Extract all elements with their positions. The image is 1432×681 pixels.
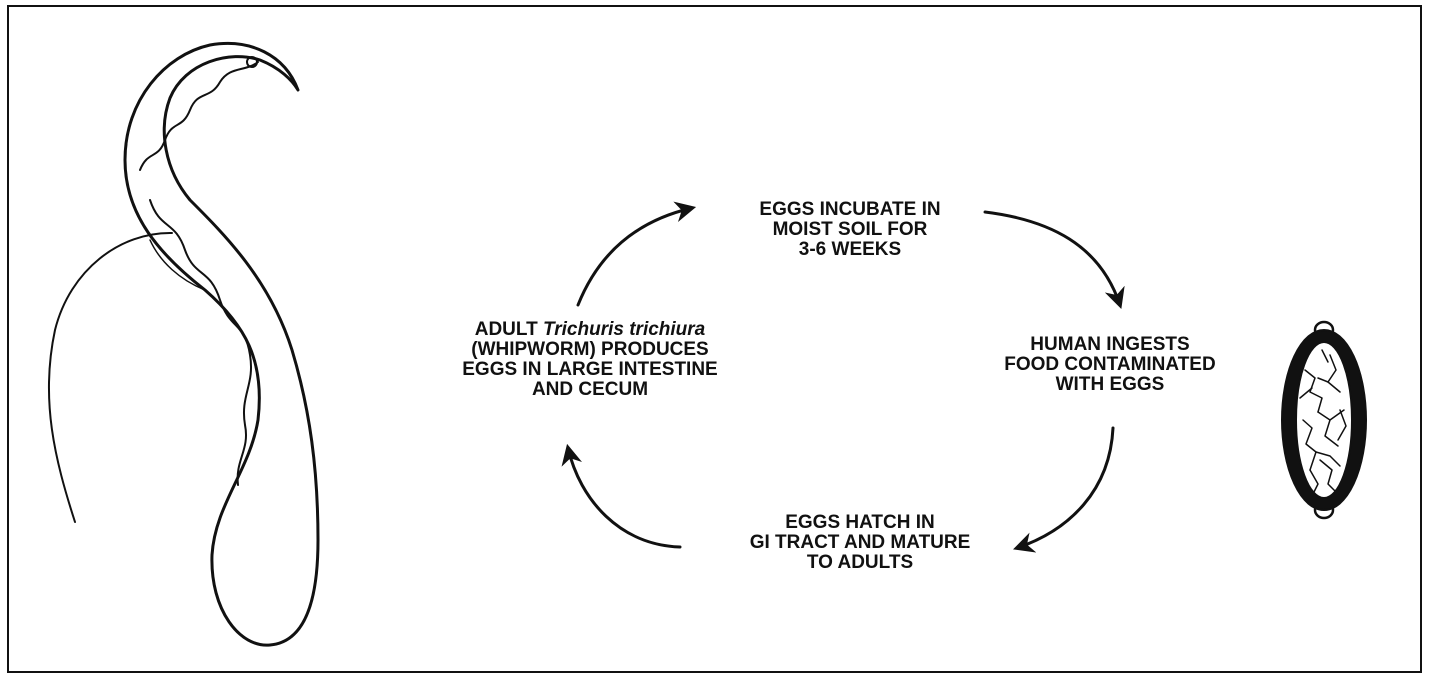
egg-icon [1281,320,1367,520]
label-eggs-hatch: EGGS HATCH IN GI TRACT AND MATURE TO ADU… [710,513,1010,573]
cycle-arrows [561,201,1125,553]
arrow-right-to-bottom [1013,426,1115,553]
diagram-frame [7,5,1422,673]
label-right-line: FOOD CONTAMINATED [1004,354,1216,375]
arrow-bottom-to-left [561,443,682,549]
label-right-line: WITH EGGS [1055,374,1165,395]
whipworm-icon [47,42,320,647]
label-bottom-line: EGGS HATCH IN [785,512,935,533]
label-bottom-line: GI TRACT AND MATURE [749,532,971,553]
label-eggs-incubate: EGGS INCUBATE IN MOIST SOIL FOR 3-6 WEEK… [690,200,1010,260]
label-left-line: EGGS IN LARGE INTESTINE [462,359,718,380]
label-top-line: EGGS INCUBATE IN [759,199,941,220]
arrow-left-to-top [576,201,697,307]
label-top-line: 3-6 WEEKS [798,239,902,260]
species-name: Trichuris trichiura [542,319,706,340]
label-adult-whipworm: ADULT Trichuris trichiura (WHIPWORM) PRO… [405,320,775,400]
label-top-line: MOIST SOIL FOR [772,219,928,240]
label-left-line: (WHIPWORM) PRODUCES [471,339,709,360]
arrow-top-to-right [983,210,1125,309]
label-left-prefix: ADULT [474,319,543,340]
label-left-line: ADULT Trichuris trichiura [405,320,775,340]
label-right-line: HUMAN INGESTS [1030,334,1190,355]
label-human-ingests: HUMAN INGESTS FOOD CONTAMINATED WITH EGG… [960,335,1260,395]
label-left-line: AND CECUM [531,379,649,400]
label-bottom-line: TO ADULTS [806,552,914,573]
